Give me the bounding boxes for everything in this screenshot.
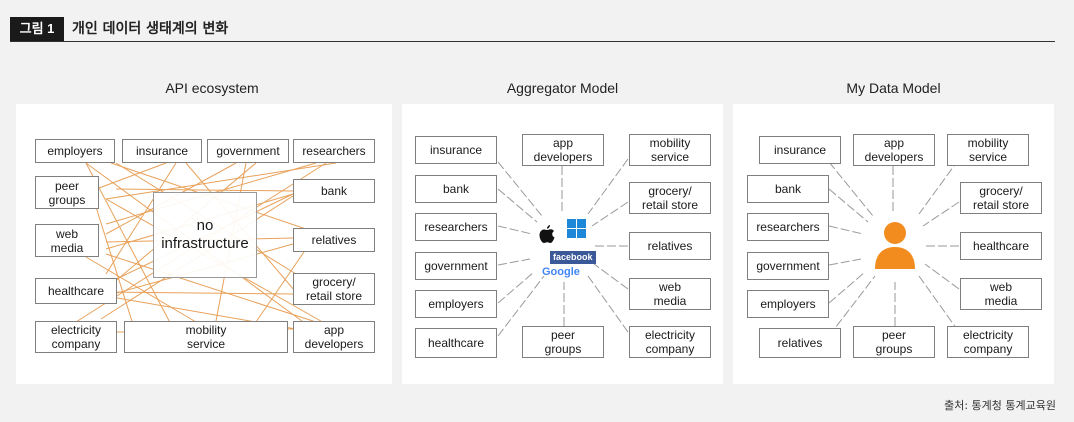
agg-node-bank: bank [415,175,497,203]
api-node-healthcare: healthcare [35,278,117,304]
person-icon [875,222,915,269]
md-node-healthcare: healthcare [960,232,1042,260]
api-node-mobility-service: mobility service [124,321,288,353]
api-node-government: government [207,139,289,163]
api-node-peer-groups: peer groups [35,176,99,209]
figure-header: 그림 1 개인 데이터 생태계의 변화 [10,14,1055,42]
agg-node-web-media: web media [629,278,711,310]
api-node-grocery-retail-store: grocery/ retail store [293,273,375,305]
facebook-logo: facebook [550,251,596,264]
agg-node-relatives: relatives [629,232,711,260]
windows-logo-icon [567,219,586,238]
md-node-grocery-retail-store: grocery/ retail store [960,182,1042,214]
api-node-electricity-company: electricity company [35,321,117,353]
md-node-government: government [747,252,829,280]
md-node-web-media: web media [960,278,1042,310]
api-center-no-infrastructure: no infrastructure [153,192,257,278]
agg-node-insurance: insurance [415,136,497,164]
figure-title: 개인 데이터 생태계의 변화 [72,21,229,37]
figure-source: 출처: 통계청 통계교육원 [944,399,1056,412]
md-node-electricity-company: electricity company [947,326,1029,358]
google-logo-text: Google [542,266,580,278]
md-node-insurance: insurance [759,136,841,164]
my-data-model-panel: insurance app developers mobility servic… [733,104,1054,384]
aggregator-panel-title: Aggregator Model [506,80,619,96]
agg-node-researchers: researchers [415,213,497,241]
agg-node-healthcare: healthcare [415,328,497,358]
agg-node-mobility-service: mobility service [629,134,711,166]
agg-node-app-developers: app developers [522,134,604,166]
agg-node-peer-groups: peer groups [522,326,604,358]
api-node-researchers: researchers [293,139,375,163]
header-rule [10,41,1055,42]
md-node-relatives: relatives [759,328,841,358]
api-node-app-developers: app developers [293,321,375,353]
api-node-insurance: insurance [122,139,202,163]
api-panel-title: API ecosystem [165,80,259,96]
aggregator-model-panel: facebook Google insurance app developers… [402,104,723,384]
api-node-web-media: web media [35,224,99,257]
google-logo: Google [542,266,580,278]
api-node-relatives: relatives [293,228,375,252]
api-node-employers: employers [35,139,115,163]
apple-logo-icon [539,225,555,243]
api-ecosystem-panel: no infrastructure employers insurance go… [16,104,392,384]
agg-node-grocery-retail-store: grocery/ retail store [629,182,711,214]
md-node-mobility-service: mobility service [947,134,1029,166]
mydata-panel-title: My Data Model [846,80,941,96]
md-node-peer-groups: peer groups [853,326,935,358]
api-node-bank: bank [293,179,375,203]
mydata-spoke-lines [828,158,960,337]
agg-node-government: government [415,252,497,280]
aggregator-spoke-lines [497,158,629,337]
agg-node-electricity-company: electricity company [629,326,711,358]
md-node-app-developers: app developers [853,134,935,166]
md-node-employers: employers [747,290,829,318]
agg-node-employers: employers [415,290,497,318]
figure-badge: 그림 1 [10,17,64,41]
md-node-bank: bank [747,175,829,203]
md-node-researchers: researchers [747,213,829,241]
